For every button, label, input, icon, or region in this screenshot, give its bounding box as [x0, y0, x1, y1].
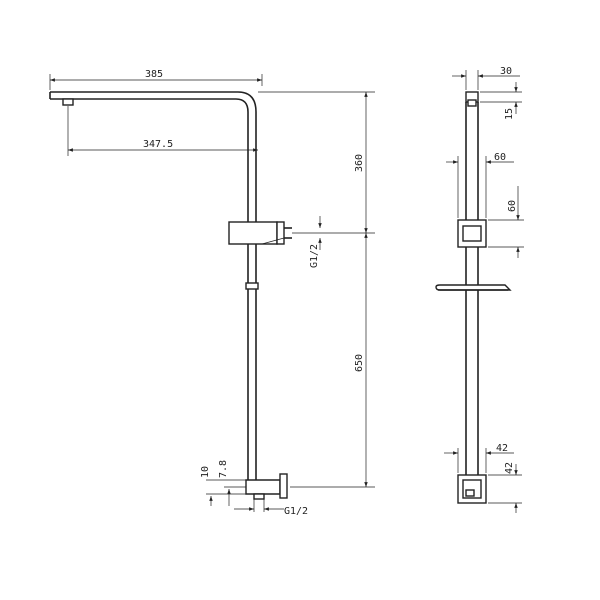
dim-label-650: 650 — [354, 354, 365, 372]
base-outlet — [465, 489, 475, 497]
top-cap-inner — [467, 99, 477, 107]
dim-label-42-width: 42 — [496, 443, 508, 454]
diverter-knob — [276, 221, 285, 245]
dim-label-15: 15 — [504, 108, 515, 120]
front-view: 30 15 60 60 42 42 — [435, 66, 524, 513]
dim-label-42-height: 42 — [504, 462, 515, 474]
dim-label-60-height: 60 — [507, 200, 518, 212]
dim-label-60-width: 60 — [494, 152, 506, 163]
front-bracket-inner — [462, 225, 482, 242]
shower-arm — [49, 91, 257, 222]
side-view: 385 347.5 360 650 G1/2 10 7.8 G1/2 — [49, 69, 375, 517]
dim-label-g12-bottom: G1/2 — [284, 506, 308, 517]
shower-head-nozzle — [62, 98, 74, 106]
bottom-nut — [253, 493, 265, 500]
pipe-collar — [245, 282, 259, 290]
wall-flange — [279, 473, 288, 499]
dim-label-10: 10 — [200, 466, 211, 478]
dim-label-30: 30 — [500, 66, 512, 77]
diverter-connector — [261, 237, 285, 245]
dim-label-78: 7.8 — [218, 460, 229, 478]
dim-label-385: 385 — [145, 69, 163, 80]
dim-label-360: 360 — [354, 154, 365, 172]
dim-label-g12-inlet: G1/2 — [309, 244, 320, 268]
dim-label-3475: 347.5 — [143, 139, 173, 150]
diverter-body — [228, 221, 278, 245]
bottom-elbow — [245, 479, 281, 495]
